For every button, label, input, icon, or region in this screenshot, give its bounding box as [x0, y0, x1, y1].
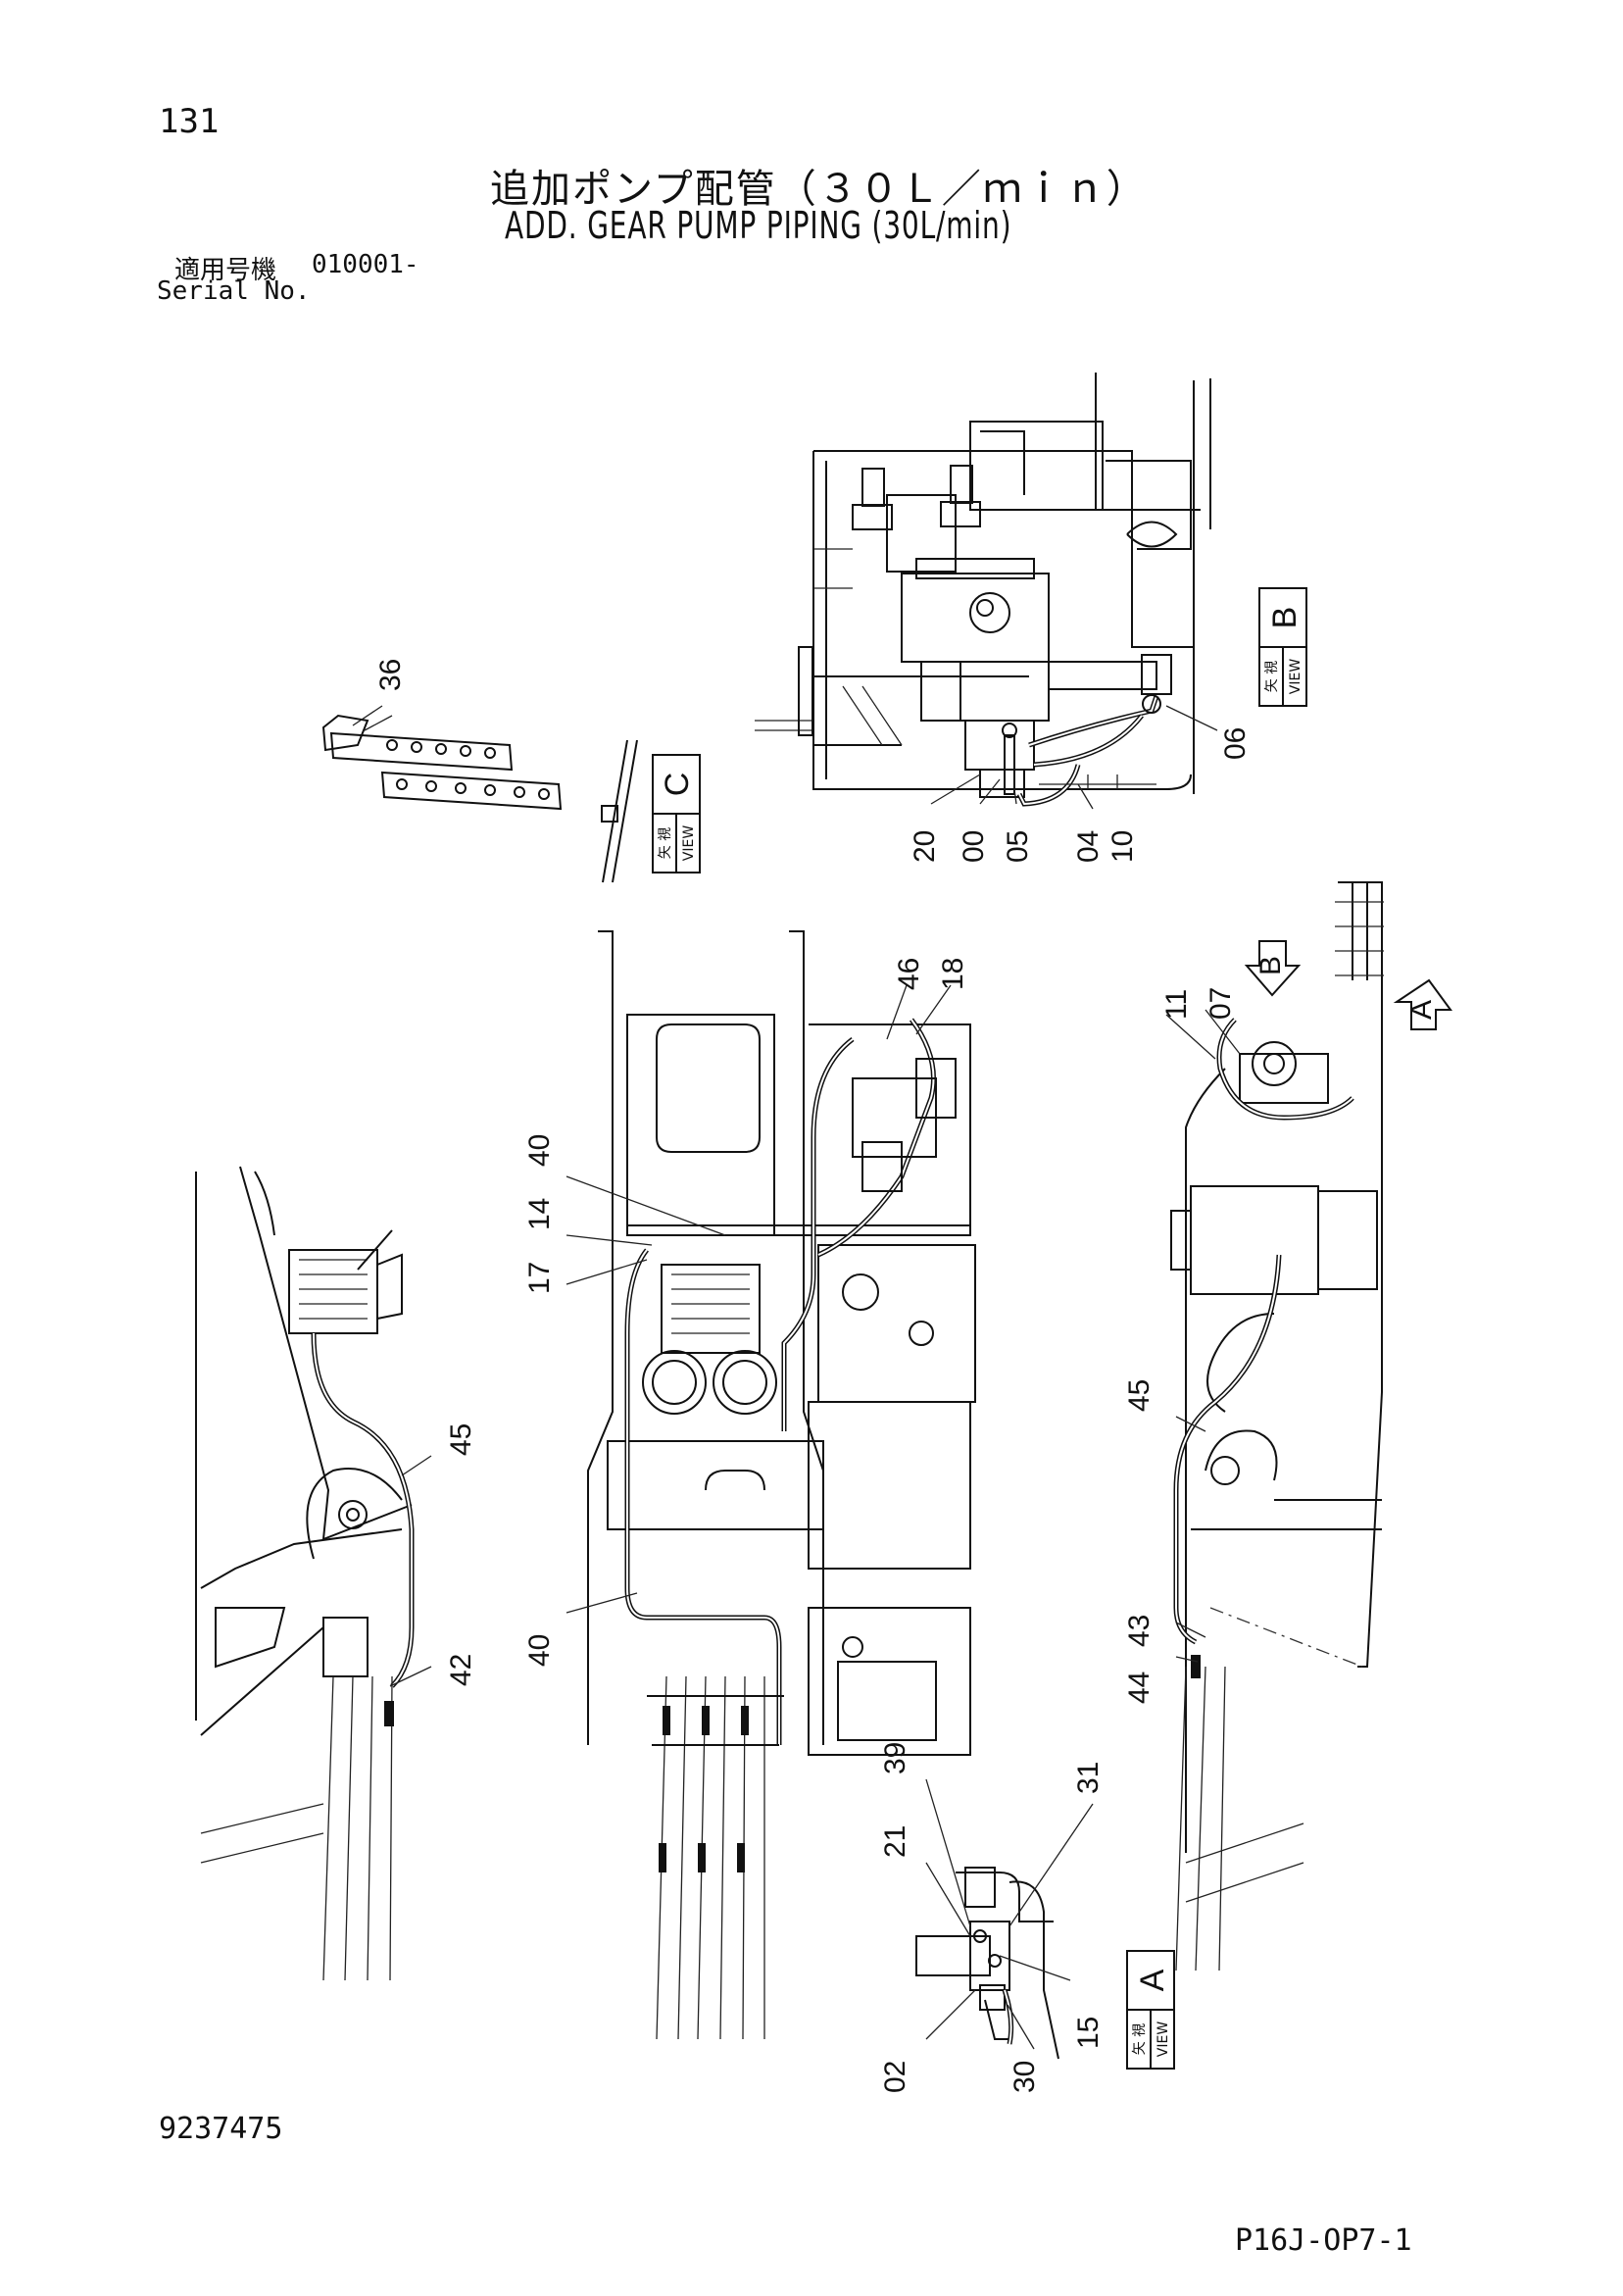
- callout-04: 04: [1072, 830, 1105, 863]
- view-c-word: VIEW: [681, 825, 697, 862]
- page-title-english: ADD. GEAR PUMP PIPING (30L/min): [505, 204, 1012, 247]
- callout-18: 18: [937, 958, 969, 990]
- view-b-pump-assembly: [755, 373, 1211, 807]
- serial-label-japanese: 適用号機: [174, 256, 277, 285]
- callout-14: 14: [523, 1198, 556, 1230]
- callout-31: 31: [1072, 1762, 1105, 1794]
- callouts: 36 06 20 00 05 04 10 46 18 11 07 40 14 1…: [374, 659, 1252, 2093]
- item-36-plates: [321, 705, 563, 811]
- callout-30: 30: [1008, 2061, 1041, 2093]
- callout-40-top: 40: [523, 1134, 556, 1167]
- callout-02: 02: [879, 2061, 911, 2093]
- arrow-b-marker: B: [1244, 940, 1302, 997]
- arrow-b-letter: B: [1254, 956, 1287, 975]
- document-number: 9237475: [159, 2112, 283, 2146]
- callout-10: 10: [1107, 830, 1139, 863]
- view-b-word: VIEW: [1288, 659, 1303, 695]
- view-c-letter: C: [659, 773, 696, 797]
- view-b-label: B 矢 視 VIEW: [1258, 587, 1307, 707]
- callout-17: 17: [523, 1262, 556, 1294]
- view-a-kanji: 矢 視: [1132, 2023, 1148, 2055]
- callout-43: 43: [1123, 1615, 1156, 1647]
- callout-42: 42: [445, 1654, 477, 1686]
- page-code: P16J-OP7-1: [1235, 2223, 1412, 2258]
- arrow-a-letter: A: [1405, 1000, 1438, 1020]
- view-b-letter: B: [1266, 607, 1303, 629]
- view-a-detail: A 矢 視 VIEW: [915, 1867, 1175, 2070]
- callout-00: 00: [958, 830, 990, 863]
- right-side-view: [1170, 881, 1384, 1972]
- view-c-kanji: 矢 視: [658, 827, 673, 859]
- callout-21: 21: [879, 1825, 911, 1858]
- center-frame-plan: [587, 930, 976, 2040]
- page-title-japanese: 追加ポンプ配管（３０Ｌ／ｍｉｎ）: [490, 167, 1148, 212]
- left-side-view: [195, 1166, 415, 1981]
- serial-number-value: 010001-: [312, 250, 419, 279]
- callout-40-bottom: 40: [523, 1634, 556, 1667]
- view-c-detail: C 矢 視 VIEW: [601, 739, 701, 883]
- callout-07: 07: [1205, 987, 1237, 1020]
- callout-20: 20: [909, 830, 941, 863]
- callout-36: 36: [374, 659, 407, 691]
- callout-45-left: 45: [445, 1423, 477, 1456]
- serial-label-english: Serial No.: [157, 276, 311, 306]
- arrow-a-marker: A: [1393, 978, 1452, 1030]
- callout-44: 44: [1123, 1672, 1156, 1704]
- callout-06: 06: [1219, 727, 1252, 760]
- callout-15: 15: [1072, 2017, 1105, 2049]
- callout-05: 05: [1002, 830, 1034, 863]
- callout-11: 11: [1160, 989, 1193, 1020]
- view-a-word: VIEW: [1156, 2021, 1171, 2058]
- leader-lines: [364, 705, 1241, 2050]
- page-number: 131: [159, 102, 220, 141]
- callout-39: 39: [879, 1742, 911, 1774]
- view-b-kanji: 矢 視: [1264, 661, 1280, 692]
- view-a-letter: A: [1134, 1969, 1171, 1991]
- callout-45-right: 45: [1123, 1379, 1156, 1412]
- callout-46: 46: [893, 958, 925, 990]
